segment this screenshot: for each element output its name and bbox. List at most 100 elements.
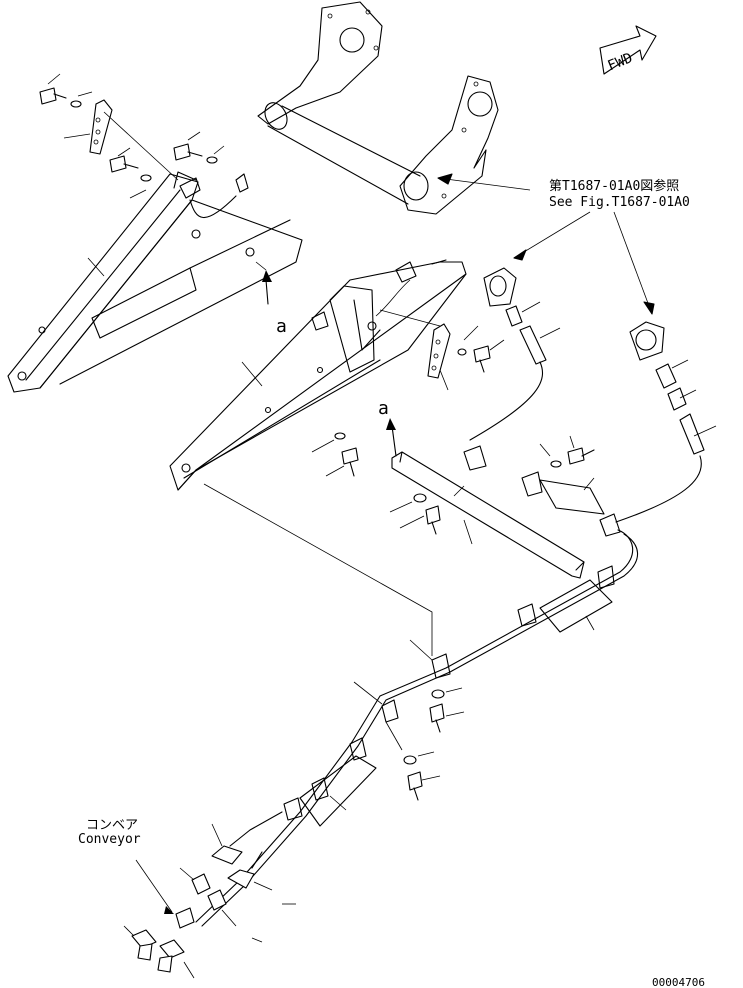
- leader-line: [123, 925, 135, 937]
- leader-line: [47, 73, 61, 85]
- hose-icon: [615, 413, 705, 523]
- clip-icon: [235, 173, 249, 193]
- bolt-icon: [173, 143, 203, 161]
- leader-line: [521, 301, 541, 313]
- section-arrow-icon: [391, 425, 397, 457]
- leader-line: [251, 937, 263, 943]
- washer-icon: [140, 174, 152, 182]
- clamp-icon: [175, 907, 195, 929]
- leader-line: [437, 177, 531, 191]
- fitting-icon: [191, 873, 211, 895]
- leader-line: [353, 681, 383, 705]
- leader-line: [325, 465, 345, 477]
- drawing-number: 00004706: [652, 976, 705, 988]
- washer-icon: [431, 689, 445, 699]
- leader-line: [489, 339, 505, 351]
- clamp-icon: [597, 565, 615, 589]
- swivel-flange-left: [483, 267, 517, 307]
- clamp-icon: [311, 777, 329, 801]
- section-marker-right: a: [378, 398, 389, 419]
- washer-icon: [457, 348, 467, 356]
- elbow-fitting-icon: [157, 939, 185, 973]
- fitting-icon: [207, 889, 227, 911]
- leader-line: [187, 131, 201, 141]
- hose-icon: [211, 811, 283, 865]
- leader-line: [445, 687, 463, 693]
- leader-line: [463, 519, 473, 545]
- leader-line: [539, 327, 561, 339]
- leader-line: [453, 485, 465, 497]
- washer-icon: [206, 156, 218, 164]
- harness-line: [375, 279, 411, 317]
- leader-line: [539, 443, 551, 457]
- washer-icon: [70, 100, 82, 108]
- elbow-fitting-icon: [131, 929, 157, 961]
- swivel-flange-right: [629, 321, 665, 361]
- left-boom-frame: [7, 171, 303, 393]
- leader-line: [179, 867, 195, 881]
- leader-line: [613, 211, 653, 315]
- clamp-icon: [349, 737, 367, 761]
- leader-line: [183, 961, 195, 979]
- arrowhead-icon: [262, 270, 272, 282]
- clamp-icon: [283, 797, 303, 821]
- leader-line: [463, 325, 479, 341]
- clamp-plate: [539, 479, 605, 515]
- leader-line: [117, 147, 131, 157]
- leader-line: [329, 795, 347, 811]
- connector-icon: [191, 229, 201, 239]
- washer-icon: [403, 755, 417, 765]
- reference-label-jp: 第T1687-01A0図参照: [549, 178, 679, 194]
- leader-line: [445, 711, 465, 717]
- leader-line: [569, 435, 575, 449]
- arrowhead-icon: [437, 173, 453, 185]
- section-marker-left: a: [276, 316, 287, 337]
- leader-line: [417, 751, 435, 757]
- bolt-icon: [109, 155, 139, 173]
- leader-line: [255, 261, 267, 271]
- bolt-icon: [567, 447, 595, 465]
- fwd-label: FWD: [606, 50, 635, 74]
- leader-line: [241, 361, 263, 387]
- leader-line: [671, 359, 689, 369]
- leader-line: [513, 211, 591, 259]
- support-rail: [391, 451, 585, 579]
- bolt-icon: [425, 505, 441, 535]
- arrowhead-icon: [164, 906, 174, 914]
- leader-line: [129, 189, 147, 199]
- washer-icon: [550, 460, 562, 468]
- clamp-icon: [431, 653, 451, 679]
- leader-line: [77, 91, 93, 97]
- leader-line: [213, 145, 225, 155]
- leader-line: [221, 909, 237, 927]
- washer-icon: [413, 493, 427, 503]
- hydraulic-pipe: [195, 529, 639, 927]
- leader-line: [389, 501, 413, 513]
- leader-line: [203, 483, 433, 656]
- hose-icon: [227, 851, 263, 889]
- reference-label-en: See Fig.T1687-01A0: [549, 195, 690, 210]
- leader-line: [211, 823, 223, 847]
- clamp-icon: [463, 445, 487, 471]
- right-boom-frame: [169, 259, 467, 491]
- leader-line: [439, 369, 449, 391]
- leader-line: [385, 721, 403, 751]
- fwd-arrow-icon: FWD: [599, 25, 657, 75]
- leader-line: [135, 859, 173, 913]
- leader-line: [63, 133, 91, 139]
- clamp-icon: [521, 471, 543, 497]
- arrowhead-icon: [386, 418, 396, 430]
- bolt-icon: [341, 447, 359, 477]
- cross-shaft-assembly: [257, 1, 499, 215]
- clamp-plate: [539, 579, 613, 633]
- leader-line: [409, 639, 433, 661]
- bolt-icon: [407, 771, 423, 801]
- fitting-icon: [505, 305, 523, 327]
- bolt-icon: [473, 345, 491, 373]
- arrowhead-icon: [513, 249, 527, 261]
- arrowhead-icon: [643, 301, 655, 315]
- leader-line: [253, 881, 273, 891]
- clamp-icon: [381, 699, 399, 723]
- conveyor-label-en: Conveyor: [78, 832, 141, 847]
